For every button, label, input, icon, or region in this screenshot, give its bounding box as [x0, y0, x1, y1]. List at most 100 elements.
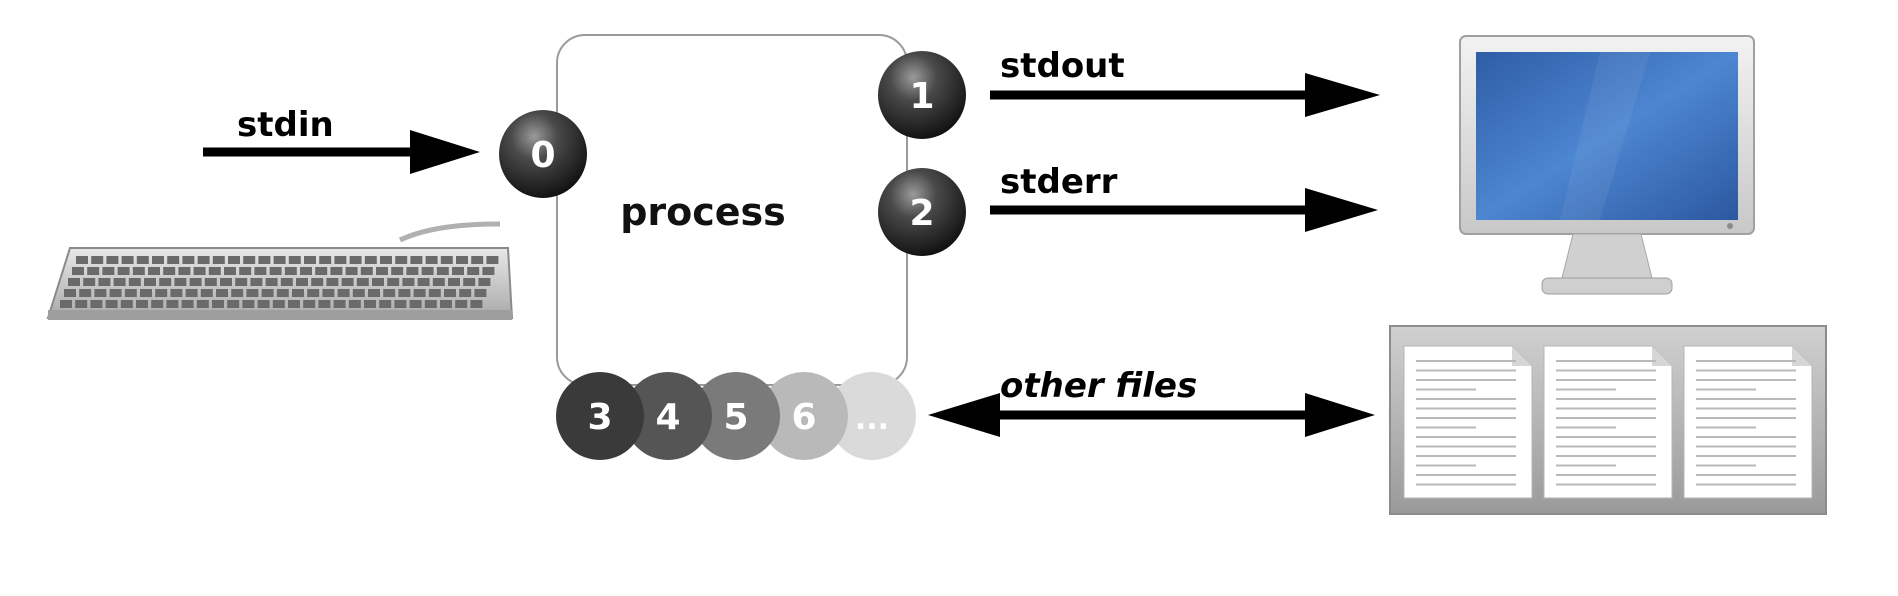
key-cap: [128, 278, 141, 286]
key-cap: [368, 289, 380, 297]
key-cap: [296, 278, 308, 286]
stderr-label: stderr: [1000, 162, 1118, 202]
fd-badge-4: ...: [828, 372, 916, 460]
key-cap: [448, 278, 460, 286]
key-cap: [152, 256, 164, 264]
key-cap: [227, 300, 240, 308]
key-cap: [220, 278, 232, 286]
key-cap: [288, 256, 301, 264]
key-cap: [364, 256, 377, 264]
key-cap: [463, 278, 476, 286]
key-cap: [243, 256, 256, 264]
stdout-label: stdout: [1000, 46, 1125, 86]
key-cap: [326, 278, 339, 286]
key-cap: [409, 300, 422, 308]
key-cap: [64, 289, 76, 297]
fd-badge-number: 5: [723, 397, 748, 438]
key-cap: [398, 289, 411, 297]
fd-badge-circle: [760, 372, 848, 460]
stdout-arrow: stdout: [990, 46, 1380, 117]
key-cap: [151, 300, 164, 308]
key-cap: [246, 289, 259, 297]
key-cap: [120, 300, 133, 308]
fd-badge-number: 3: [587, 397, 612, 438]
key-cap: [360, 267, 373, 275]
other-files-label: other files: [1000, 366, 1197, 406]
key-cap: [216, 289, 228, 297]
key-cap: [452, 267, 464, 275]
key-cap: [379, 300, 392, 308]
key-cap: [303, 300, 316, 308]
key-cap: [261, 289, 274, 297]
key-cap: [148, 267, 160, 275]
key-cap: [356, 278, 369, 286]
key-cap: [459, 289, 472, 297]
key-cap: [440, 256, 453, 264]
key-cap: [337, 289, 350, 297]
key-cap: [60, 300, 72, 308]
stdin-label: stdin: [237, 105, 334, 145]
key-cap: [254, 267, 267, 275]
key-cap: [166, 300, 179, 308]
key-cap: [102, 267, 115, 275]
key-cap: [284, 267, 297, 275]
key-cap: [455, 300, 468, 308]
key-cap: [239, 267, 252, 275]
key-cap: [83, 278, 96, 286]
key-cap: [474, 289, 487, 297]
key-cap: [185, 289, 198, 297]
key-cap: [98, 278, 111, 286]
key-cap: [94, 289, 107, 297]
key-cap: [208, 267, 221, 275]
key-cap: [348, 300, 361, 308]
key-cap: [352, 289, 365, 297]
key-cap: [197, 256, 210, 264]
key-cap: [144, 278, 156, 286]
fd-badge-circle: [556, 372, 644, 460]
fd-badge-circle: [692, 372, 780, 460]
key-cap: [105, 300, 118, 308]
key-cap: [228, 256, 240, 264]
fd-0-badge: 0: [499, 110, 587, 198]
key-cap: [425, 256, 438, 264]
key-cap: [257, 300, 270, 308]
key-cap: [174, 278, 187, 286]
key-cap: [124, 289, 137, 297]
key-cap: [319, 256, 332, 264]
fd-0-number: 0: [530, 135, 555, 176]
fd-badge-circle: [828, 372, 916, 460]
key-cap: [330, 267, 343, 275]
key-cap: [410, 256, 423, 264]
fd-1-badge: 1: [878, 51, 966, 139]
fd-badge-circle: [624, 372, 712, 460]
key-cap: [417, 278, 430, 286]
stderr-arrow: stderr: [990, 162, 1378, 232]
key-cap: [140, 289, 152, 297]
key-cap: [269, 267, 282, 275]
key-cap: [242, 300, 255, 308]
key-cap: [224, 267, 236, 275]
key-cap: [380, 256, 392, 264]
key-cap: [436, 267, 449, 275]
key-cap: [276, 289, 289, 297]
key-cap: [322, 289, 335, 297]
key-cap: [421, 267, 434, 275]
key-cap: [471, 256, 484, 264]
key-cap: [280, 278, 293, 286]
key-cap: [132, 267, 145, 275]
key-cap: [136, 300, 148, 308]
fd-badge-number: 6: [791, 397, 816, 438]
key-cap: [444, 289, 456, 297]
key-cap: [265, 278, 278, 286]
key-cap: [394, 300, 407, 308]
key-cap: [204, 278, 217, 286]
key-cap: [212, 256, 225, 264]
key-cap: [72, 267, 84, 275]
key-cap: [432, 278, 445, 286]
fd-badge-2: 5: [692, 372, 780, 460]
key-cap: [159, 278, 172, 286]
key-cap: [231, 289, 244, 297]
key-cap: [467, 267, 480, 275]
key-cap: [76, 256, 88, 264]
key-cap: [109, 289, 122, 297]
